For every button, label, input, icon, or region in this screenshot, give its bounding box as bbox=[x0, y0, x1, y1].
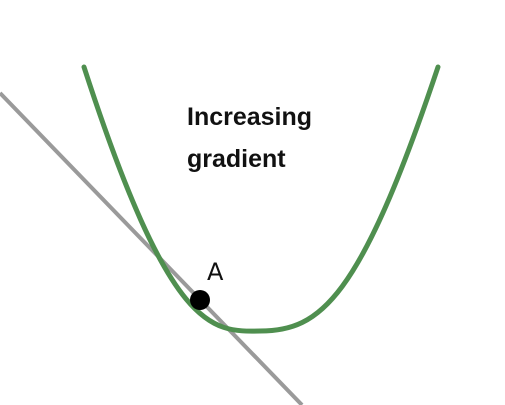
parabola-curve bbox=[81, 64, 441, 334]
point-a-label: A bbox=[207, 258, 224, 286]
caption-line-1: Increasing bbox=[187, 103, 313, 131]
increasing-gradient-label: Increasing gradient bbox=[187, 96, 312, 180]
point-a-marker bbox=[190, 290, 210, 310]
caption-line-2: gradient bbox=[187, 145, 286, 173]
tangent-line bbox=[0, 91, 304, 405]
